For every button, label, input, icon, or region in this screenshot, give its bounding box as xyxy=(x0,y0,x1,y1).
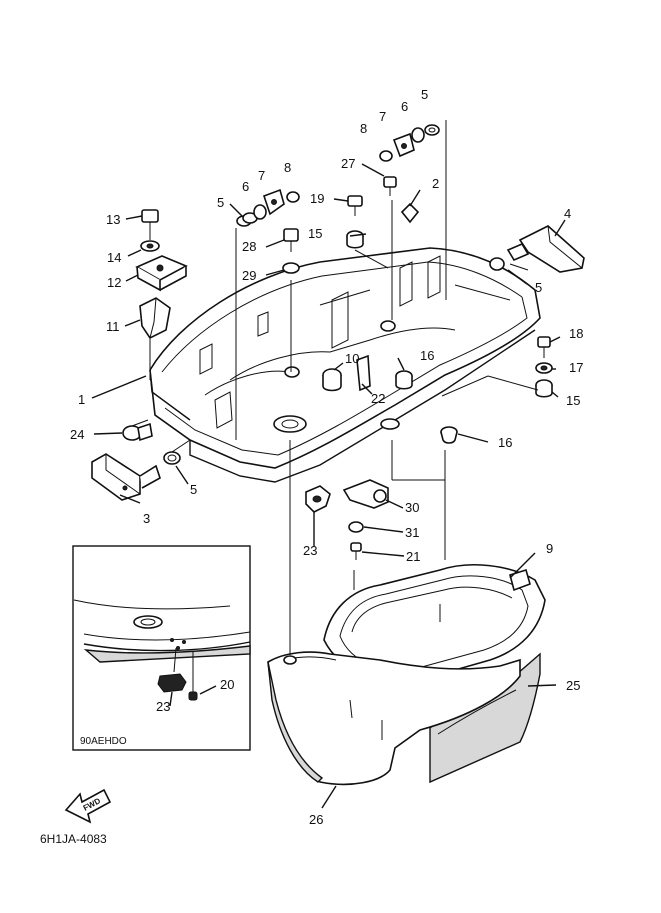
callout-23-inset: 23 xyxy=(156,699,170,714)
part-15-grommet-right xyxy=(535,379,553,398)
callout-23-main: 23 xyxy=(303,543,317,558)
callout-24: 24 xyxy=(70,427,84,442)
part-31-washer xyxy=(348,521,364,533)
part-26-lower-pan xyxy=(267,651,521,786)
part-14-washer xyxy=(140,240,160,252)
callout-9: 9 xyxy=(546,541,553,556)
part-5-grommet-right xyxy=(489,257,505,271)
part-6-washer-upper-left xyxy=(253,204,267,220)
callout-7-upper-left: 7 xyxy=(258,168,265,183)
inset-detail xyxy=(72,545,251,751)
part-3-lever xyxy=(91,453,161,501)
callout-18: 18 xyxy=(569,326,583,341)
callout-4: 4 xyxy=(564,206,571,221)
part-6-washer-top xyxy=(411,127,425,143)
callout-25: 25 xyxy=(566,678,580,693)
callout-6-top: 6 xyxy=(401,99,408,114)
part-12-clamp xyxy=(135,255,188,292)
callout-27: 27 xyxy=(341,156,355,171)
leader-lines xyxy=(91,163,566,809)
callouts: 1 2 3 4 5 5 5 5 6 6 7 7 8 8 9 10 11 12 1… xyxy=(70,87,583,827)
part-5-grommet-upper-left xyxy=(236,212,258,227)
part-10-grommet xyxy=(322,368,342,392)
callout-8-upper-left: 8 xyxy=(284,160,291,175)
callout-5-upper-left: 5 xyxy=(217,195,224,210)
callout-20: 20 xyxy=(220,677,234,692)
part-23-grommet xyxy=(305,485,331,513)
part-7-bracket-upper-left xyxy=(262,188,285,216)
part-11-damper xyxy=(139,297,171,340)
alignment-lines xyxy=(131,120,539,655)
part-7-bracket-top xyxy=(392,132,415,158)
part-2-grommet xyxy=(400,202,420,224)
part-27-bolt xyxy=(383,176,397,196)
callout-16-upper: 16 xyxy=(420,348,434,363)
callout-28: 28 xyxy=(242,239,256,254)
callout-5-right: 5 xyxy=(535,280,542,295)
part-21-screw xyxy=(350,542,362,560)
part-16-grommet-lower xyxy=(440,426,458,444)
callout-26: 26 xyxy=(309,812,323,827)
part-18-bolt xyxy=(537,336,551,358)
callout-21: 21 xyxy=(406,549,420,564)
callout-6-upper-left: 6 xyxy=(242,179,249,194)
part-8-nut-upper-left xyxy=(286,191,300,203)
part-16-grommet-upper xyxy=(395,370,413,390)
part-29-washer xyxy=(282,262,300,274)
callout-29: 29 xyxy=(242,268,256,283)
callout-15-upper: 15 xyxy=(308,226,322,241)
part-5-grommet-top xyxy=(424,124,440,136)
part-13-bolt xyxy=(141,209,159,234)
part-24-plug xyxy=(122,422,153,442)
drawing-code: 6H1JA-4083 xyxy=(40,832,107,846)
callout-1: 1 xyxy=(78,392,85,407)
part-17-washer xyxy=(535,362,553,374)
callout-8-top: 8 xyxy=(360,121,367,136)
callout-3: 3 xyxy=(143,511,150,526)
callout-12: 12 xyxy=(107,275,121,290)
callout-10: 10 xyxy=(345,351,359,366)
callout-16-lower: 16 xyxy=(498,435,512,450)
callout-13: 13 xyxy=(106,212,120,227)
callout-19: 19 xyxy=(310,191,324,206)
callout-7-top: 7 xyxy=(379,109,386,124)
fwd-arrow-icon: FWD xyxy=(64,788,112,824)
bottom-cowling-body xyxy=(149,247,541,483)
inset-label: 90AEHDO xyxy=(80,736,127,747)
part-8-nut-top xyxy=(379,150,393,162)
part-4-lever xyxy=(506,225,585,273)
callout-5-front: 5 xyxy=(190,482,197,497)
callout-5-top: 5 xyxy=(421,87,428,102)
callout-15-right: 15 xyxy=(566,393,580,408)
part-19-bolt xyxy=(347,195,363,216)
callout-14: 14 xyxy=(107,250,121,265)
callout-30: 30 xyxy=(405,500,419,515)
part-22-bracket xyxy=(356,354,371,392)
part-30-holder xyxy=(342,479,389,509)
part-28-bolt xyxy=(283,228,299,252)
callout-31: 31 xyxy=(405,525,419,540)
part-15-grommet-upper xyxy=(346,230,364,249)
callout-17: 17 xyxy=(569,360,583,375)
callout-11: 11 xyxy=(106,319,120,334)
part-5-grommet-front xyxy=(163,451,181,465)
callout-22: 22 xyxy=(371,391,385,406)
callout-2: 2 xyxy=(432,176,439,191)
